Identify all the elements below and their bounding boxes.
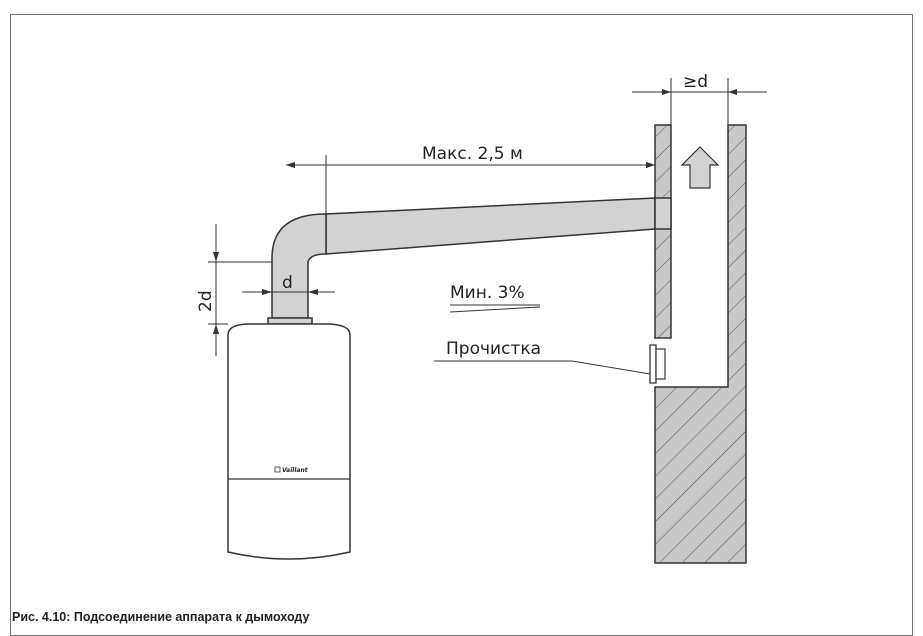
cleanout-label: Прочистка — [446, 339, 541, 359]
dimension-vertical-height: 2d — [196, 224, 272, 356]
boiler: Vaillant — [227, 323, 351, 560]
slope-annotation: Мин. 3% — [449, 283, 541, 313]
pipe-diameter-label: d — [282, 273, 293, 293]
cleanout-door — [649, 344, 666, 384]
wall-penetration-collar — [654, 197, 672, 230]
width-min-label: ≥d — [683, 72, 708, 92]
horizontal-flue-pipe — [325, 197, 656, 255]
cleanout-annotation: Прочистка — [434, 339, 651, 375]
up-arrow-icon — [680, 146, 720, 189]
max-length-label: Макс. 2,5 м — [422, 144, 523, 164]
boiler-flue-collar — [267, 317, 313, 325]
figure-caption: Рис. 4.10: Подсоединение аппарата к дымо… — [12, 610, 310, 624]
figure-frame — [10, 14, 913, 636]
boiler-body — [227, 323, 351, 560]
chimney-left-wall — [654, 124, 672, 339]
dimension-pipe-diameter: d — [242, 273, 335, 295]
chimney-base-wall — [654, 124, 747, 564]
dimension-chimney-width: ≥d — [632, 72, 767, 125]
boiler-logo-box — [274, 466, 281, 473]
chimney — [649, 124, 747, 564]
dimension-max-length: Макс. 2,5 м — [286, 144, 655, 214]
vertical-height-label: 2d — [196, 290, 216, 312]
boiler-logo: Vaillant — [282, 467, 309, 474]
flue-elbow — [271, 213, 327, 319]
min-slope-label: Мин. 3% — [450, 283, 525, 303]
